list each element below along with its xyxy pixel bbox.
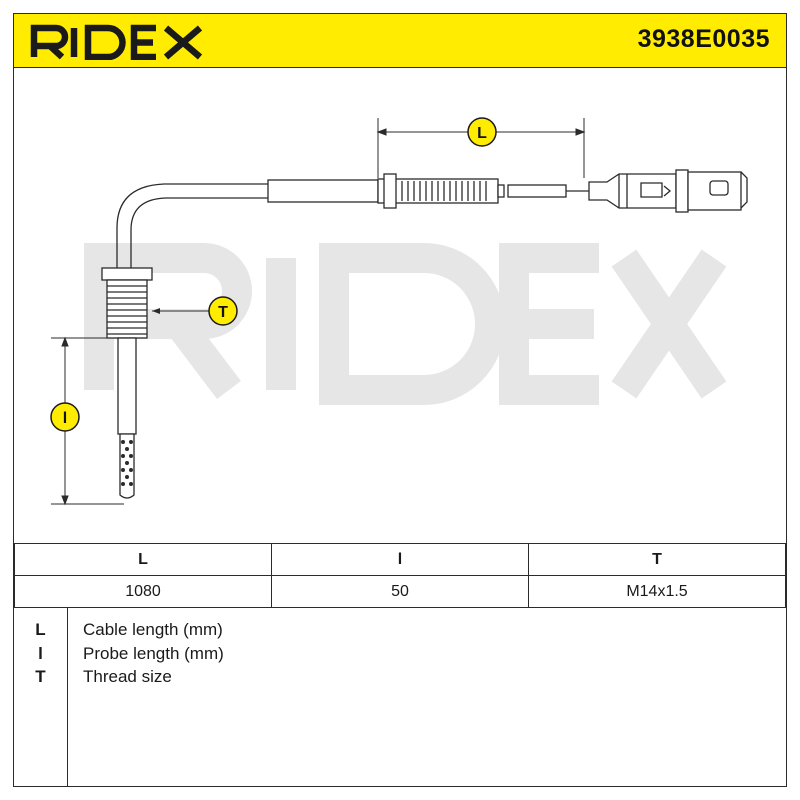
legend-descriptions: Cable length (mm) Probe length (mm) Thre… bbox=[83, 620, 224, 691]
legend-desc-cable-length: Cable length (mm) bbox=[83, 620, 223, 639]
legend-key-T: T bbox=[35, 667, 46, 686]
header-bar: 3938E0035 bbox=[14, 14, 786, 68]
part-number: 3938E0035 bbox=[637, 25, 770, 53]
callout-l-label: l bbox=[63, 410, 67, 427]
brand-logo bbox=[30, 22, 203, 60]
callout-l bbox=[50, 402, 80, 432]
legend-key-L: L bbox=[35, 620, 46, 639]
datasheet: 3938E0035 bbox=[13, 13, 787, 787]
callout-T bbox=[208, 296, 238, 326]
legend: L l T Cable length (mm) Probe length (mm… bbox=[14, 607, 786, 787]
legend-desc-probe-length: Probe length (mm) bbox=[83, 643, 224, 663]
sensor-drawing: L T l bbox=[50, 117, 748, 506]
spec-header-l: l bbox=[271, 543, 529, 576]
spec-value-thread-size: M14x1.5 bbox=[528, 575, 786, 608]
legend-desc-thread-size: Thread size bbox=[83, 667, 172, 686]
spec-table: L l T 1080 50 M14x1.5 bbox=[14, 543, 786, 608]
spec-header-L: L bbox=[14, 543, 272, 576]
ridex-watermark bbox=[84, 243, 727, 405]
spec-header-T: T bbox=[528, 543, 786, 576]
callout-L bbox=[467, 117, 497, 147]
callout-L-label: L bbox=[477, 125, 487, 142]
legend-keys: L l T bbox=[14, 608, 68, 787]
legend-key-l: l bbox=[38, 643, 43, 663]
spec-header-row: L l T bbox=[14, 543, 786, 576]
spec-value-cable-length: 1080 bbox=[14, 575, 272, 608]
callout-T-label: T bbox=[218, 304, 228, 321]
spec-value-row: 1080 50 M14x1.5 bbox=[14, 575, 786, 608]
spec-value-probe-length: 50 bbox=[271, 575, 529, 608]
